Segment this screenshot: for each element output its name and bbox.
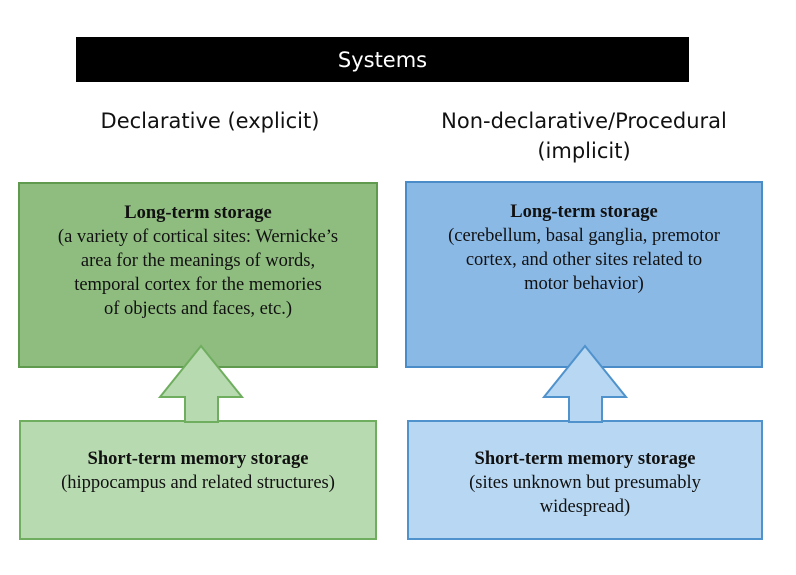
box-title: Long-term storage bbox=[124, 203, 272, 223]
box-text-line: widespread) bbox=[539, 497, 631, 517]
declarative-up-arrow bbox=[157, 344, 245, 423]
box-text-line: temporal cortex for the memories bbox=[74, 275, 322, 295]
implicit-heading-line: (implicit) bbox=[537, 139, 631, 163]
box-title: Long-term storage bbox=[510, 202, 658, 222]
declarative-heading: Declarative (explicit) bbox=[100, 109, 320, 133]
procedural-long-term-box: Long-term storage (cerebellum, basal gan… bbox=[405, 181, 763, 368]
box-text-line: (a variety of cortical sites: Wernicke’s bbox=[57, 227, 339, 247]
box-text-line: (sites unknown but presumably bbox=[469, 473, 701, 493]
box-title: Short-term memory storage bbox=[87, 449, 309, 469]
box-text-line: of objects and faces, etc.) bbox=[104, 299, 292, 319]
box-title: Short-term memory storage bbox=[474, 449, 696, 469]
title-bar: Systems bbox=[76, 37, 689, 82]
box-text-line: (hippocampus and related structures) bbox=[61, 473, 335, 493]
declarative-long-term-box: Long-term storage (a variety of cortical… bbox=[18, 182, 378, 368]
declarative-short-term-box: Short-term memory storage (hippocampus a… bbox=[19, 420, 377, 540]
box-text-line: motor behavior) bbox=[524, 274, 644, 294]
box-text-line: cortex, and other sites related to bbox=[465, 250, 703, 270]
procedural-up-arrow bbox=[541, 344, 629, 423]
box-text-line: area for the meanings of words, bbox=[80, 251, 316, 271]
non-declarative-heading: Non-declarative/Procedural (implicit) bbox=[400, 106, 768, 166]
box-text-line: (cerebellum, basal ganglia, premotor bbox=[448, 226, 720, 246]
non-declarative-heading-line: Non-declarative/Procedural bbox=[441, 109, 727, 133]
diagram-title: Systems bbox=[337, 47, 428, 72]
